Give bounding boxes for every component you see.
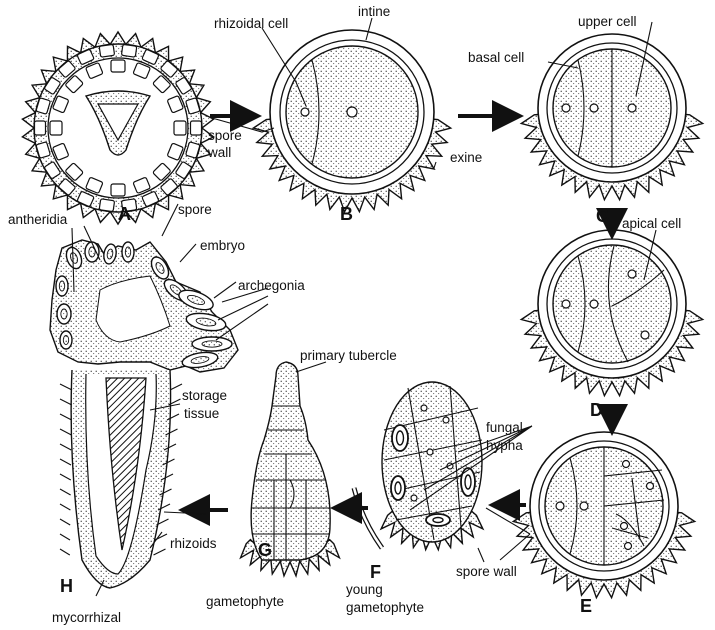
gametangium-core (61, 309, 67, 319)
stage-letter-g: G (258, 540, 272, 560)
stage-letter-c: C (596, 206, 609, 226)
label-mycorrhizal: mycorrhizal (52, 610, 121, 625)
label-spore-wall-2: wall (207, 145, 231, 160)
spore-wall-cell (35, 121, 46, 135)
rhizoid-hair (60, 414, 72, 420)
label-tissue: tissue (184, 406, 219, 421)
gametangium-core (125, 247, 130, 257)
rhizoid-hair (60, 489, 71, 495)
stage-letter-b: B (340, 204, 353, 224)
label-upper-cell: upper cell (578, 14, 637, 29)
stage-a-spore (22, 32, 213, 224)
label-embryo: embryo (200, 238, 245, 253)
stage-g-gametophyte (241, 362, 340, 576)
stage-d-spore (521, 230, 702, 396)
label-antheridia: antheridia (8, 212, 68, 227)
stage-b-spore (253, 30, 450, 212)
rhizoid-hair (60, 429, 71, 435)
label-fungal: fungal (486, 420, 523, 435)
spore-wall-cell (174, 121, 186, 135)
label-spore: spore (178, 202, 212, 217)
stage-c-spore (521, 34, 702, 200)
label-storage: storage (182, 388, 227, 403)
label-gametophyte: gametophyte (206, 594, 284, 609)
spore-wall-cell (111, 60, 125, 72)
label-spore-wall-1: spore (208, 128, 242, 143)
rhizoid-hair (60, 504, 70, 510)
rhizoid-hair (60, 384, 72, 390)
stage-letter-e: E (580, 596, 592, 616)
label-apical-cell: apical cell (622, 216, 681, 231)
rhizoid-hair (60, 474, 71, 480)
gametangium-core (63, 336, 68, 345)
gametangium-core (202, 341, 222, 347)
stage-f-young-gametophyte (354, 382, 483, 550)
label-intine: intine (358, 4, 390, 19)
spore-wall-cell (111, 184, 125, 196)
label-rhizoidal-cell: rhizoidal cell (214, 16, 288, 31)
spore-wall-cell (121, 44, 136, 57)
rhizoid-hair (60, 399, 72, 405)
label-archegonia: archegonia (238, 278, 305, 293)
spore-wall-cell (50, 121, 62, 135)
rhizoid-hair (60, 444, 71, 450)
stage-e-spore (513, 432, 694, 598)
spore-wall-cell (191, 121, 202, 135)
label-basal-cell: basal cell (468, 50, 524, 65)
rhizoid-hair (170, 384, 182, 390)
stage-letter-h: H (60, 576, 73, 596)
stage-letter-a: A (118, 204, 131, 224)
spore-wall-cell (99, 44, 114, 57)
label-young-gametophyte: gametophyte (346, 600, 424, 615)
rhizoid-hair (60, 534, 70, 540)
gametangium-core (59, 281, 64, 291)
label-rhizoids: rhizoids (170, 536, 217, 551)
label-hypha: hypha (486, 438, 523, 453)
stage-letter-f: F (370, 562, 381, 582)
spore-wall-cell (99, 199, 114, 212)
rhizoid-hair (60, 519, 70, 525)
rhizoid-hair (60, 549, 70, 555)
label-young: young (346, 582, 383, 597)
label-primary-tubercle: primary tubercle (300, 348, 397, 363)
rhizoid-hair (60, 459, 71, 465)
stage-letter-d: D (590, 400, 603, 420)
label-exine: exine (450, 150, 482, 165)
label-spore-wall-bottom: spore wall (456, 564, 517, 579)
rhizoid-hair (154, 549, 166, 555)
